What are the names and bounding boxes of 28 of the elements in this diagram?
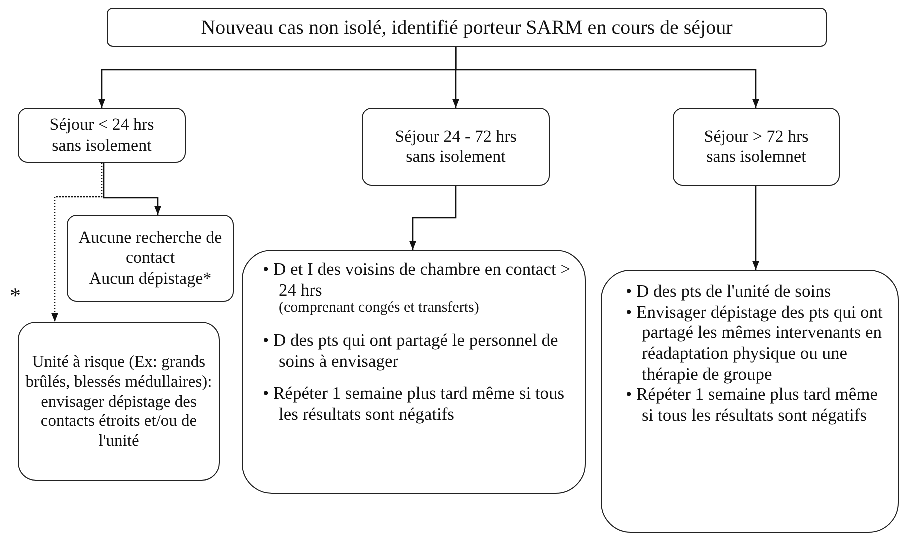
footnote-mark: * (10, 283, 21, 309)
bullet-item: • Répéter 1 semaine plus tard même si tous les résultats sont négatifs (626, 384, 880, 426)
bullet-item: • D et I des voisins de chambre en contact > 24 hrs (263, 259, 572, 300)
bullet-item: • Répéter 1 semaine plus tard même si tous les résultats sont négatifs (263, 383, 566, 425)
node-text: Séjour 24 - 72 hrs sans isolement (394, 126, 518, 168)
arrow (455, 47, 760, 108)
arrow (103, 163, 162, 215)
arrow (51, 163, 103, 322)
arrow (409, 186, 457, 250)
node-text: Nouveau cas non isolé, identifié porteur SARM en cours de séjour (201, 16, 733, 40)
process-box (67, 215, 234, 302)
process-box (107, 8, 827, 47)
node-text: Séjour < 24 hrs sans isolement (48, 115, 156, 156)
node-text: Séjour > 72 hrs sans isolemnet (703, 126, 810, 168)
node-text: Aucun dépistage* (89, 268, 212, 290)
process-box (18, 322, 220, 481)
bullet-item: • D des pts qui ont partagé le personnel de soins à envisager (263, 330, 560, 372)
process-box (673, 108, 840, 186)
process-box (362, 108, 550, 186)
arrow (752, 186, 760, 270)
rounded-box (242, 250, 586, 494)
bullet-item: • D des pts de l'unité de soins (626, 281, 832, 302)
node-text: Unité à risque (Ex: grands brûlés, blessés médullaires): envisager dépistage des contacts étroits et/ou de l'unité (24, 352, 214, 451)
process-box (18, 108, 186, 163)
note-text: (comprenant congés et transferts) (278, 300, 480, 318)
bullet-item: • Envisager dépistage des pts qui ont partagé les mêmes intervenants en réadaptation physique ou une thérapie de groupe (626, 302, 884, 384)
node-text: Aucune recherche de contact (78, 228, 224, 269)
rounded-box (601, 270, 899, 533)
